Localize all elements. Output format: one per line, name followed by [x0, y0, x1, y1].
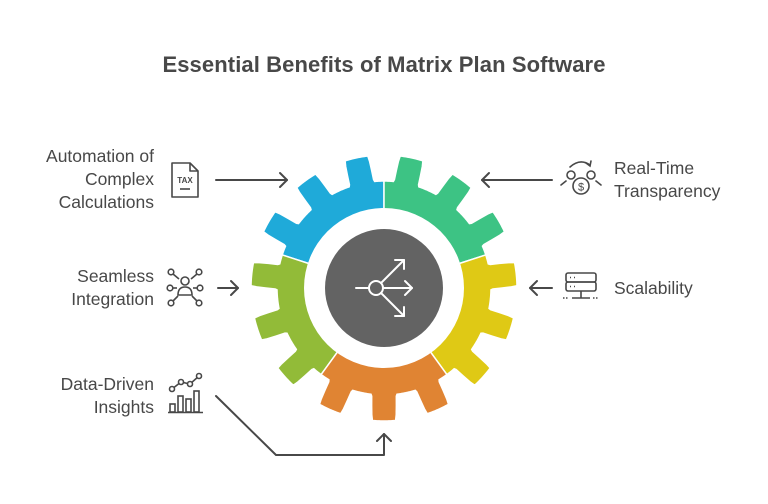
label-automation: Automation of Complex Calculations	[46, 145, 154, 214]
gear-segment	[318, 350, 450, 422]
server-icon	[563, 272, 599, 299]
label-line: Transparency	[614, 181, 721, 201]
tax-document-icon: TAX	[171, 162, 199, 198]
page-title: Essential Benefits of Matrix Plan Softwa…	[162, 52, 606, 77]
svg-text:$: $	[578, 182, 584, 194]
label-line: Real-Time	[614, 158, 695, 178]
connector-insights	[215, 395, 392, 456]
label-realtime: Real-Time Transparency	[614, 157, 720, 203]
connector-realtime	[481, 172, 553, 188]
connector-integration	[217, 280, 239, 296]
label-line: Data-Driven	[60, 374, 154, 394]
label-line: Complex	[84, 169, 154, 189]
svg-text:TAX: TAX	[177, 176, 193, 185]
network-user-icon	[166, 268, 204, 307]
connector-scalability	[529, 280, 553, 296]
label-line: Insights	[93, 397, 154, 417]
bar-chart-trend-icon	[168, 372, 203, 414]
money-exchange-icon: $	[560, 160, 602, 195]
gear-segment	[262, 155, 385, 265]
label-line: Scalability	[614, 278, 693, 298]
connector-automation	[215, 172, 288, 188]
gear-segment	[428, 253, 518, 387]
gear-segment	[383, 155, 506, 265]
gear-segment	[250, 253, 340, 387]
label-line: Automation of	[46, 146, 154, 166]
label-insights: Data-Driven Insights	[61, 373, 154, 419]
distribute-arrows-icon	[355, 259, 413, 317]
label-scalability: Scalability	[614, 277, 693, 300]
gear	[250, 155, 518, 422]
label-line: Calculations	[58, 192, 154, 212]
label-line: Seamless	[77, 266, 154, 286]
label-integration: Seamless Integration	[71, 265, 154, 311]
label-line: Integration	[71, 289, 154, 309]
